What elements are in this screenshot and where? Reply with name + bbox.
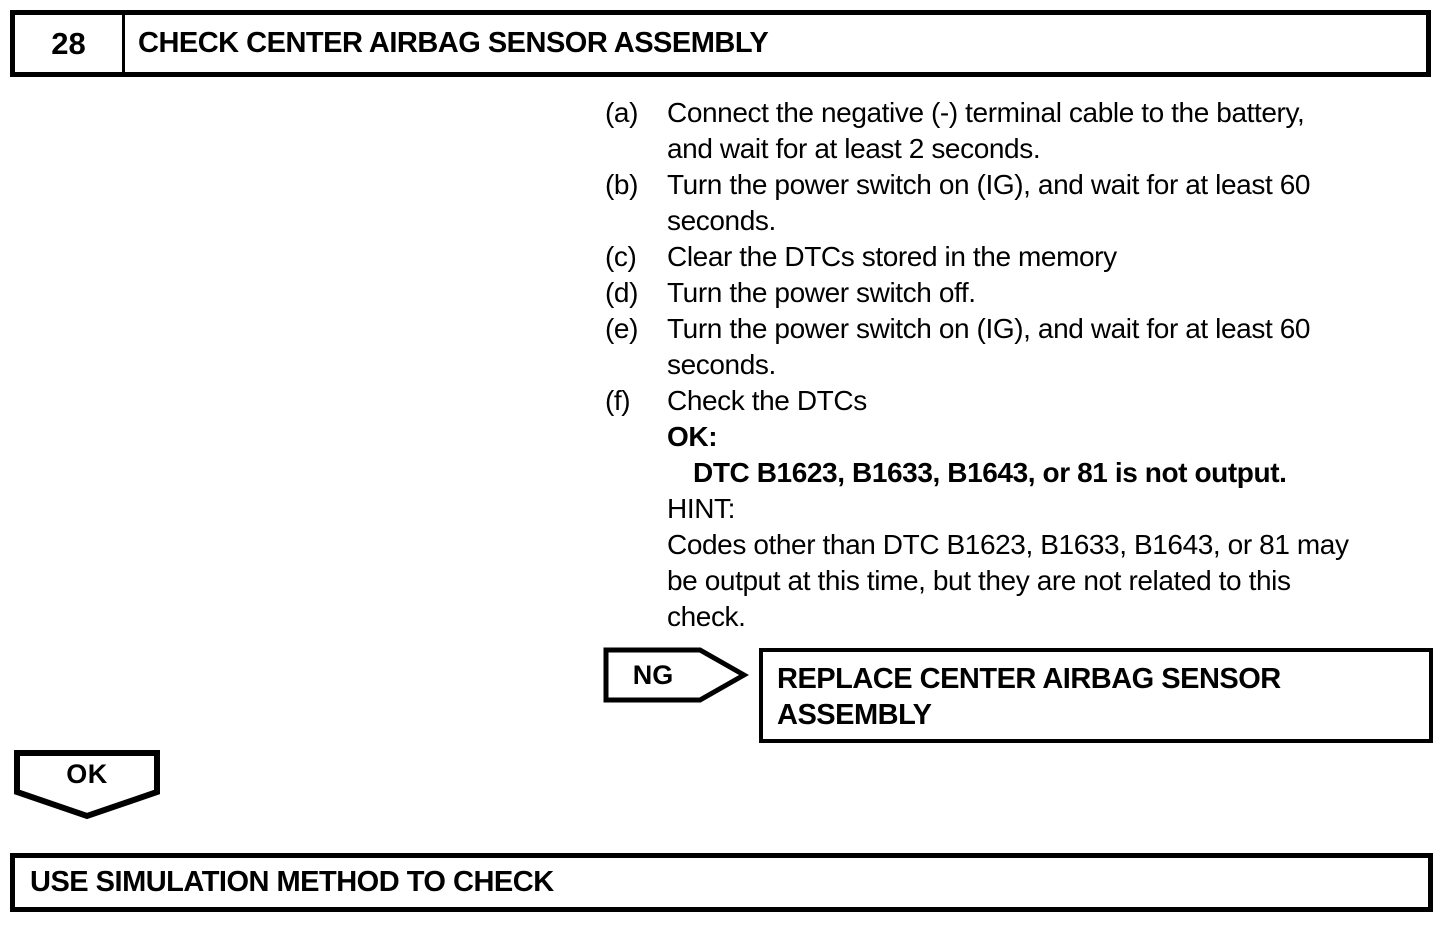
step-text: OK: DTC B1623, B1633, B1643, or 81 is no… <box>667 419 1450 635</box>
ok-criteria-block: OK: DTC B1623, B1633, B1643, or 81 is no… <box>605 419 1450 635</box>
step-text: Turn the power switch off. <box>667 275 1450 311</box>
ok-branch-arrow: OK <box>13 750 161 820</box>
step-marker <box>605 419 667 635</box>
ok-arrow-shape <box>14 750 160 820</box>
step-text: Turn the power switch on (IG), and wait … <box>667 311 1450 383</box>
step-text: Check the DTCs <box>667 383 1450 419</box>
ng-arrow-shape <box>603 647 749 703</box>
step-text: Connect the negative (-) terminal cable … <box>667 95 1450 167</box>
step-marker: (f) <box>605 385 631 416</box>
procedure-step-a: (a) Connect the negative (-) terminal ca… <box>605 95 1450 167</box>
step-header: 28 CHECK CENTER AIRBAG SENSOR ASSEMBLY <box>10 10 1431 77</box>
ng-branch-label: NG <box>632 659 674 690</box>
hint-line: check. <box>667 601 746 632</box>
step-line: seconds. <box>667 349 776 380</box>
step-line: Turn the power switch off. <box>667 277 976 308</box>
ok-branch-label: OK <box>66 758 108 789</box>
step-line: seconds. <box>667 205 776 236</box>
hint-line: be output at this time, but they are not… <box>667 565 1291 596</box>
step-line: Connect the negative (-) terminal cable … <box>667 97 1305 128</box>
step-text: Clear the DTCs stored in the memory <box>667 239 1450 275</box>
procedure-step-b: (b) Turn the power switch on (IG), and w… <box>605 167 1450 239</box>
next-step-box: USE SIMULATION METHOD TO CHECK <box>10 853 1433 912</box>
ng-action-box: REPLACE CENTER AIRBAG SENSOR ASSEMBLY <box>759 648 1433 743</box>
step-line: Turn the power switch on (IG), and wait … <box>667 169 1311 200</box>
step-marker: (a) <box>605 97 639 128</box>
procedure-step-c: (c) Clear the DTCs stored in the memory <box>605 239 1450 275</box>
ng-branch-arrow: NG <box>603 647 749 703</box>
step-title: CHECK CENTER AIRBAG SENSOR ASSEMBLY <box>138 27 769 59</box>
step-line: Clear the DTCs stored in the memory <box>667 241 1117 272</box>
ok-condition: DTC B1623, B1633, B1643, or 81 is not ou… <box>693 457 1287 488</box>
step-number: 28 <box>15 15 125 72</box>
step-line: Check the DTCs <box>667 385 867 416</box>
step-line: and wait for at least 2 seconds. <box>667 133 1041 164</box>
procedure-step-e: (e) Turn the power switch on (IG), and w… <box>605 311 1450 383</box>
step-marker: (d) <box>605 277 639 308</box>
procedure-list: (a) Connect the negative (-) terminal ca… <box>605 95 1450 635</box>
ok-label: OK: <box>667 421 718 452</box>
step-marker: (b) <box>605 169 639 200</box>
hint-label: HINT: <box>667 493 736 524</box>
step-line: Turn the power switch on (IG), and wait … <box>667 313 1311 344</box>
procedure-step-d: (d) Turn the power switch off. <box>605 275 1450 311</box>
step-marker: (c) <box>605 241 637 272</box>
step-text: Turn the power switch on (IG), and wait … <box>667 167 1450 239</box>
hint-line: Codes other than DTC B1623, B1633, B1643… <box>667 529 1349 560</box>
procedure-step-f: (f) Check the DTCs <box>605 383 1450 419</box>
step-marker: (e) <box>605 313 639 344</box>
